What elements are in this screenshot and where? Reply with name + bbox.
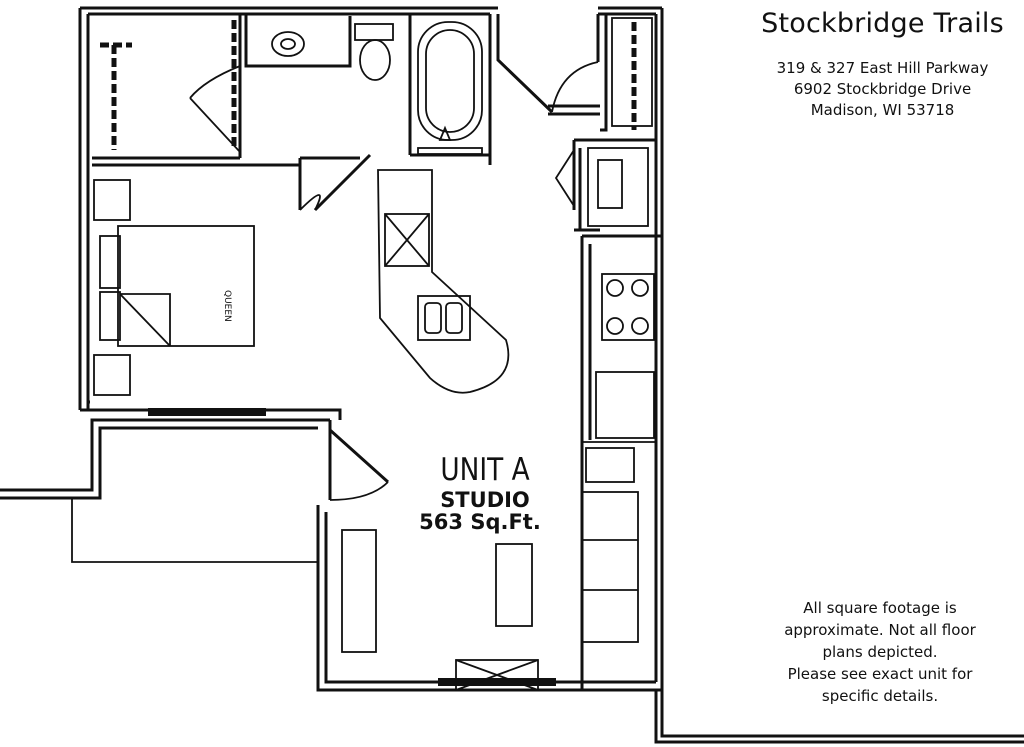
- property-address: 319 & 327 East Hill Parkway 6902 Stockbr…: [750, 58, 1015, 121]
- windows: [148, 408, 556, 686]
- laundry: [554, 138, 656, 232]
- disclaimer-line: plans depicted.: [822, 643, 938, 661]
- unit-type: STUDIO: [440, 488, 530, 512]
- property-title: Stockbridge Trails: [761, 8, 1004, 39]
- address-line: Madison, WI 53718: [810, 101, 955, 119]
- address-line: 6902 Stockbridge Drive: [793, 80, 972, 98]
- living-furniture: [341, 491, 639, 691]
- disclaimer: All square footage is approximate. Not a…: [760, 597, 1000, 707]
- entry-door: [496, 14, 653, 132]
- kitchen-counter: [580, 234, 662, 690]
- bed-label: QUEEN: [222, 290, 232, 322]
- disclaimer-line: specific details.: [821, 687, 939, 705]
- bathroom: [271, 14, 492, 212]
- address-line: 319 & 327 East Hill Parkway: [776, 59, 989, 77]
- unit-area: 563 Sq.Ft.: [419, 510, 541, 534]
- disclaimer-line: Please see exact unit for: [787, 665, 973, 683]
- disclaimer-line: approximate. Not all floor: [784, 621, 976, 639]
- disclaimer-line: All square footage is: [803, 599, 957, 617]
- balcony: [71, 498, 318, 563]
- kitchen-island: [377, 169, 510, 394]
- bedroom: [93, 179, 255, 396]
- unit-name: UNIT A: [440, 452, 530, 488]
- living-door: [328, 420, 390, 501]
- closet: [92, 14, 352, 167]
